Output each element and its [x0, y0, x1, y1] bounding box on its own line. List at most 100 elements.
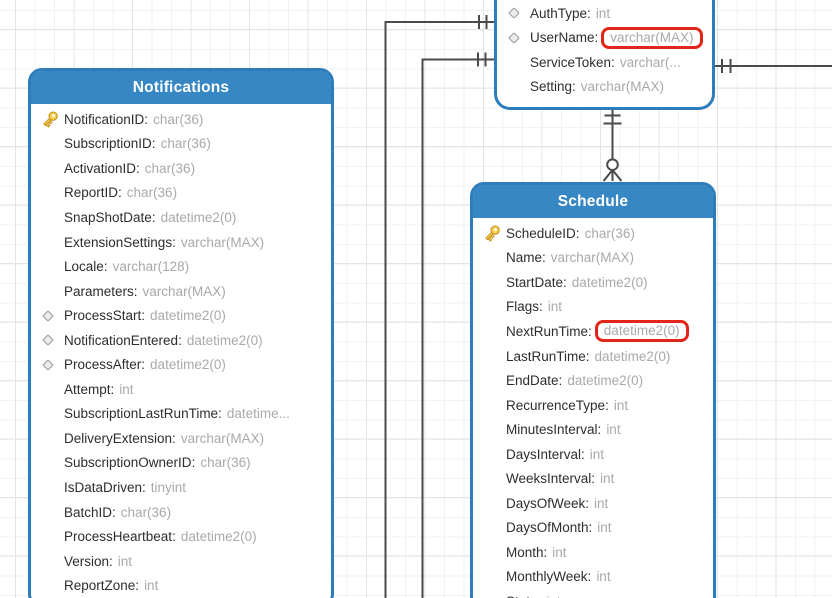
field-type: int	[595, 5, 611, 21]
table-header[interactable]: Schedule	[473, 185, 713, 218]
field-name: SubscriptionID	[64, 136, 156, 151]
entity-table-partial-top[interactable]: AuthType int	[494, 0, 715, 110]
entity-table-schedule[interactable]: Schedule	[470, 182, 716, 598]
field-icon-slot	[507, 28, 530, 47]
table-row[interactable]: ReportZone int	[31, 573, 331, 598]
field-name: IsDataDriven	[64, 480, 146, 495]
field-icon-slot	[41, 453, 64, 472]
table-row[interactable]: ScheduleID char(36)	[473, 221, 713, 246]
crow-foot-icon	[602, 169, 623, 182]
field-type: tinyint	[150, 479, 187, 495]
field-name: Locale	[64, 259, 108, 274]
field-name: DaysOfMonth	[506, 520, 592, 535]
field-name: ProcessHeartbeat	[64, 529, 176, 544]
field-icon-slot	[507, 4, 530, 23]
field-name: ScheduleID	[506, 226, 580, 241]
table-row[interactable]: Attempt int	[31, 377, 331, 402]
table-row[interactable]: Parameters varchar(MAX)	[31, 279, 331, 304]
field-type: int	[547, 299, 563, 315]
table-row[interactable]: NextRunTime datetime2(0)	[473, 319, 713, 344]
table-row[interactable]: ExtensionSettings varchar(MAX)	[31, 230, 331, 255]
table-row[interactable]: SnapShotDate datetime2(0)	[31, 205, 331, 230]
zero-cardinality-circle-icon	[606, 158, 619, 171]
field-type: varchar(MAX)	[601, 26, 703, 49]
field-icon-slot	[483, 543, 506, 562]
table-row[interactable]: Locale varchar(128)	[31, 254, 331, 279]
field-type: int	[117, 553, 133, 569]
entity-table-notifications[interactable]: Notifications	[28, 68, 334, 598]
diamond-icon	[508, 32, 520, 44]
relationship-connector[interactable]	[602, 110, 623, 182]
field-type: varchar(MAX)	[180, 234, 265, 250]
relationship-connector[interactable]	[714, 59, 832, 73]
field-type: int	[144, 578, 159, 594]
field-icon-slot	[41, 233, 64, 252]
field-icon-slot	[41, 404, 64, 423]
table-row[interactable]: EndDate datetime2(0)	[473, 368, 713, 393]
table-row[interactable]: Month int	[473, 540, 713, 565]
table-row[interactable]: ProcessHeartbeat datetime2(0)	[31, 524, 331, 549]
field-type: datetime2(0)	[186, 332, 263, 348]
field-type: datetime2(0)	[160, 209, 237, 225]
field-name: NotificationEntered	[64, 333, 182, 348]
table-row[interactable]: ProcessStart datetime2(0)	[31, 303, 331, 328]
table-row[interactable]: Setting varchar(MAX)	[497, 75, 712, 100]
table-row[interactable]: BatchID char(36)	[31, 500, 331, 525]
relationship-connector[interactable]	[384, 15, 495, 598]
field-icon-slot	[41, 478, 64, 497]
table-row[interactable]: NotificationEntered datetime2(0)	[31, 328, 331, 353]
field-name: Month	[506, 545, 547, 560]
field-icon-slot	[483, 322, 506, 341]
field-icon-slot	[483, 396, 506, 415]
table-row[interactable]: ProcessAfter datetime2(0)	[31, 352, 331, 377]
field-type: char(36)	[153, 111, 204, 127]
table-row[interactable]: ActivationID char(36)	[31, 156, 331, 181]
field-icon-slot	[41, 208, 64, 227]
table-row[interactable]: LastRunTime datetime2(0)	[473, 344, 713, 369]
table-row[interactable]: State int	[473, 589, 713, 598]
field-icon-slot	[41, 552, 64, 571]
table-row[interactable]: MinutesInterval int	[473, 417, 713, 442]
field-type: int	[589, 446, 605, 462]
table-row[interactable]: NotificationID char(36)	[31, 107, 331, 132]
table-header[interactable]: Notifications	[31, 71, 331, 104]
field-name: MinutesInterval	[506, 422, 601, 437]
field-type: varchar(MAX)	[580, 79, 665, 95]
table-row[interactable]: SubscriptionLastRunTime datetime...	[31, 402, 331, 427]
table-row[interactable]: Version int	[31, 549, 331, 574]
relationship-connector[interactable]	[421, 52, 495, 598]
field-name: StartDate	[506, 275, 567, 290]
table-row[interactable]: StartDate datetime2(0)	[473, 270, 713, 295]
table-row[interactable]: Name varchar(MAX)	[473, 246, 713, 271]
field-type: int	[596, 569, 611, 585]
field-name: SubscriptionLastRunTime	[64, 406, 222, 421]
table-row[interactable]: DaysOfWeek int	[473, 491, 713, 516]
field-name: SnapShotDate	[64, 210, 156, 225]
table-row[interactable]: DaysInterval int	[473, 442, 713, 467]
table-row[interactable]: WeeksInterval int	[473, 466, 713, 491]
diamond-icon	[42, 334, 54, 346]
diamond-icon	[508, 8, 520, 19]
table-row[interactable]: ReportID char(36)	[31, 181, 331, 206]
field-type: varchar(128)	[112, 259, 190, 275]
field-icon-slot	[41, 331, 64, 350]
table-row[interactable]: MonthlyWeek int	[473, 565, 713, 590]
table-row[interactable]: Flags int	[473, 295, 713, 320]
table-row[interactable]: IsDataDriven tinyint	[31, 475, 331, 500]
key-icon	[485, 225, 500, 243]
table-row[interactable]: RecurrenceType int	[473, 393, 713, 418]
table-row[interactable]: AuthType int	[497, 1, 712, 26]
table-row[interactable]: SubscriptionID char(36)	[31, 132, 331, 157]
table-row[interactable]: ServiceToken varchar(...	[497, 50, 712, 75]
field-name: WeeksInterval	[506, 471, 595, 486]
field-type: datetime2(0)	[150, 357, 226, 373]
table-row[interactable]: UserName varchar(MAX)	[497, 26, 712, 51]
table-row[interactable]: DaysOfMonth int	[473, 516, 713, 541]
field-icon-slot	[483, 297, 506, 316]
table-row[interactable]: SubscriptionOwnerID char(36)	[31, 451, 331, 476]
table-row[interactable]: DeliveryExtension varchar(MAX)	[31, 426, 331, 451]
field-name: Attempt	[64, 382, 114, 397]
field-type: int	[606, 422, 621, 438]
field-name: UserName	[530, 30, 598, 45]
